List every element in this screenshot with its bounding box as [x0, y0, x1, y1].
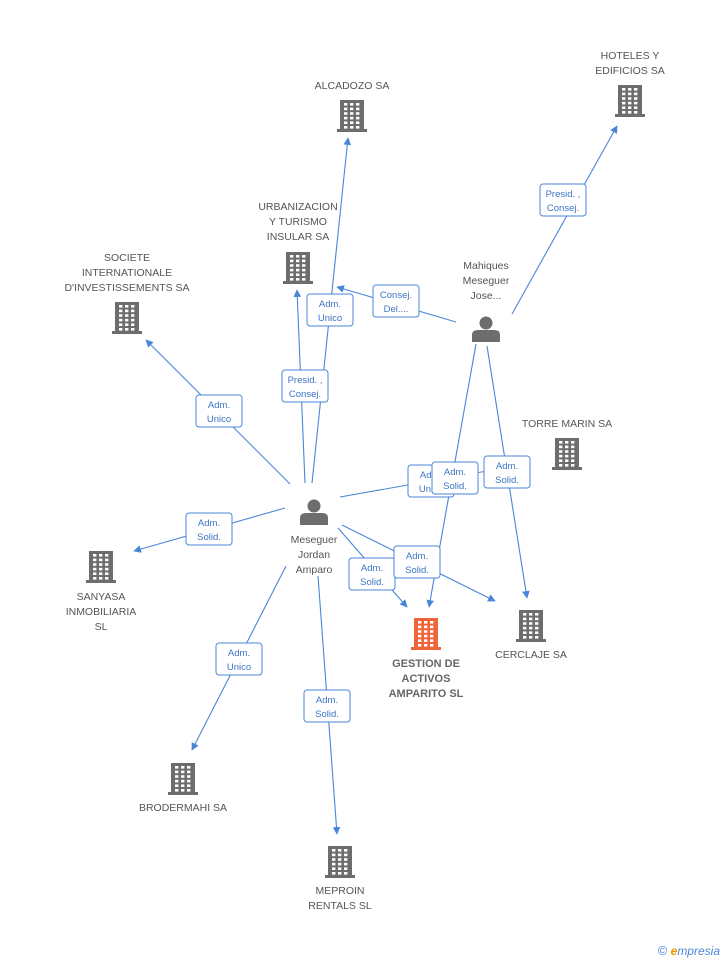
node-label-societe: D'INVESTISSEMENTS SA [64, 282, 189, 294]
node-label-alcadozo: ALCADOZO SA [315, 80, 390, 92]
node-label-gestion: AMPARITO SL [389, 688, 464, 700]
node-label-cerclaje: CERCLAJE SA [495, 649, 567, 661]
node-label-hoteles: EDIFICIOS SA [595, 65, 664, 77]
edge-label-text: Unico [227, 662, 251, 673]
building-icon [325, 846, 355, 878]
edge-label-meseguer-to-urbanizacion[interactable]: Presid. , Consej. [281, 369, 329, 403]
node-label-mahiques: Meseguer [463, 275, 510, 287]
node-label-brodermahi: BRODERMAHI SA [139, 802, 227, 814]
edge-label-text: Presid. , [288, 375, 323, 386]
node-torre[interactable]: TORRE MARIN SA [522, 418, 612, 470]
node-hoteles[interactable]: HOTELES Y EDIFICIOS SA [595, 50, 665, 117]
building-icon [516, 610, 546, 642]
building-icon [337, 100, 367, 132]
node-label-sanyasa: SANYASA [77, 591, 126, 603]
node-label-meproin: RENTALS SL [308, 900, 372, 912]
edge-label-meseguer-to-cerclaje[interactable]: Adm. Solid. [393, 545, 441, 579]
edge-label-text: Adm. [208, 400, 230, 411]
edge-label-text: Adm. [420, 470, 442, 481]
node-brodermahi[interactable]: BRODERMAHI SA [139, 763, 227, 814]
person-icon [300, 499, 328, 525]
node-label-meseguer: Jordan [298, 549, 330, 561]
edge-label-text: Unico [207, 414, 231, 425]
edge-label-meseguer-to-sanyasa[interactable]: Adm. Solid. [185, 512, 233, 546]
edge-label-text: Solid. [360, 577, 384, 588]
node-label-societe: SOCIETE [104, 252, 150, 264]
edge-label-text: Adm. [198, 518, 220, 529]
edge-label-text: Adm. [361, 563, 383, 574]
edge-label-meseguer-to-alcadozo[interactable]: Adm. Unico [306, 293, 354, 327]
building-icon [112, 302, 142, 334]
brand-name: mpresia [677, 944, 720, 958]
edge-label-text: Solid. [495, 475, 519, 486]
edge-label-text: Solid. [315, 709, 339, 720]
edge-label-text: Del.... [384, 304, 409, 315]
node-label-hoteles: HOTELES Y [601, 50, 660, 62]
edge-label-meseguer-to-meproin[interactable]: Adm. Solid. [303, 689, 351, 723]
nodes-layer: ALCADOZO SA HOTELES Y EDIFICIOS SA URBANIZA… [64, 50, 664, 912]
building-icon [552, 438, 582, 470]
edge-label-text: Unico [318, 313, 342, 324]
person-icon [472, 316, 500, 342]
edge-label-text: Solid. [405, 565, 429, 576]
edge-label-text: Solid. [197, 532, 221, 543]
node-sanyasa[interactable]: SANYASA INMOBILIARIA SL [66, 551, 137, 633]
edge-label-text: Presid. , [546, 189, 581, 200]
edge-label-text: Consej. [289, 389, 321, 400]
building-icon [86, 551, 116, 583]
building-icon [411, 618, 441, 650]
node-label-urbanizacion: URBANIZACION [258, 201, 337, 213]
brand-initial: e [670, 944, 678, 958]
empresia-footer[interactable]: © empresia [658, 943, 720, 958]
building-icon [283, 252, 313, 284]
edge-label-text: Adm. [444, 467, 466, 478]
node-label-sanyasa: INMOBILIARIA [66, 606, 137, 618]
node-label-urbanizacion: INSULAR SA [267, 231, 329, 243]
edge-label-mahiques-to-cerclaje[interactable]: Adm. Solid. [483, 455, 531, 489]
node-urbanizacion[interactable]: URBANIZACION Y TURISMO INSULAR SA [258, 201, 338, 284]
edge-label-text: Adm. [316, 695, 338, 706]
edge-label-text: Consej. [547, 203, 579, 214]
edge-label-meseguer-to-societe[interactable]: Adm. Unico [195, 394, 243, 428]
node-label-urbanizacion: Y TURISMO [269, 216, 327, 228]
node-label-mahiques: Jose... [471, 290, 502, 302]
node-societe[interactable]: SOCIETE INTERNATIONALE D'INVESTISSEMENTS S… [64, 252, 190, 334]
node-alcadozo[interactable]: ALCADOZO SA [315, 80, 390, 132]
node-meproin[interactable]: MEPROIN RENTALS SL [308, 846, 372, 912]
building-icon [615, 85, 645, 117]
node-label-mahiques: Mahiques [463, 260, 509, 272]
edge-label-mahiques-to-gestion[interactable]: Adm. Solid. [431, 461, 479, 495]
edge-label-meseguer-to-brodermahi[interactable]: Adm. Unico [215, 642, 263, 676]
edge-label-text: Solid. [443, 481, 467, 492]
edge-label-text: Adm. [496, 461, 518, 472]
node-label-gestion: GESTION DE [392, 658, 460, 670]
node-label-meseguer: Amparo [296, 564, 333, 576]
building-icon [168, 763, 198, 795]
node-label-sanyasa: SL [95, 621, 108, 633]
edge-label-text: Adm. [406, 551, 428, 562]
edge-label-text: Adm. [319, 299, 341, 310]
edge-mahiques-to-hoteles [511, 125, 618, 315]
edge-label-mahiques-to-alcadozo[interactable]: Consej. Del.... [372, 284, 420, 318]
node-label-torre: TORRE MARIN SA [522, 418, 612, 430]
edges-layer [133, 125, 618, 835]
node-label-gestion: ACTIVOS [402, 673, 451, 685]
edge-label-text: Consej. [380, 290, 412, 301]
edge-label-text: Unico [419, 484, 443, 495]
edge-label-meseguer-to-gestion[interactable]: Adm. Solid. [348, 557, 396, 591]
edge-label-mahiques-to-hoteles[interactable]: Presid. , Consej. [539, 183, 587, 217]
node-mahiques[interactable]: MahiquesMeseguerJose... [463, 260, 510, 342]
copyright-icon: © [657, 943, 668, 958]
node-label-meseguer: Meseguer [291, 534, 338, 546]
node-gestion[interactable]: GESTION DE ACTIVOS AMPARITO SL [389, 618, 464, 700]
node-label-societe: INTERNATIONALE [82, 267, 172, 279]
node-cerclaje[interactable]: CERCLAJE SA [495, 610, 567, 661]
edge-label-text: Adm. [228, 648, 250, 659]
node-label-meproin: MEPROIN [315, 885, 364, 897]
